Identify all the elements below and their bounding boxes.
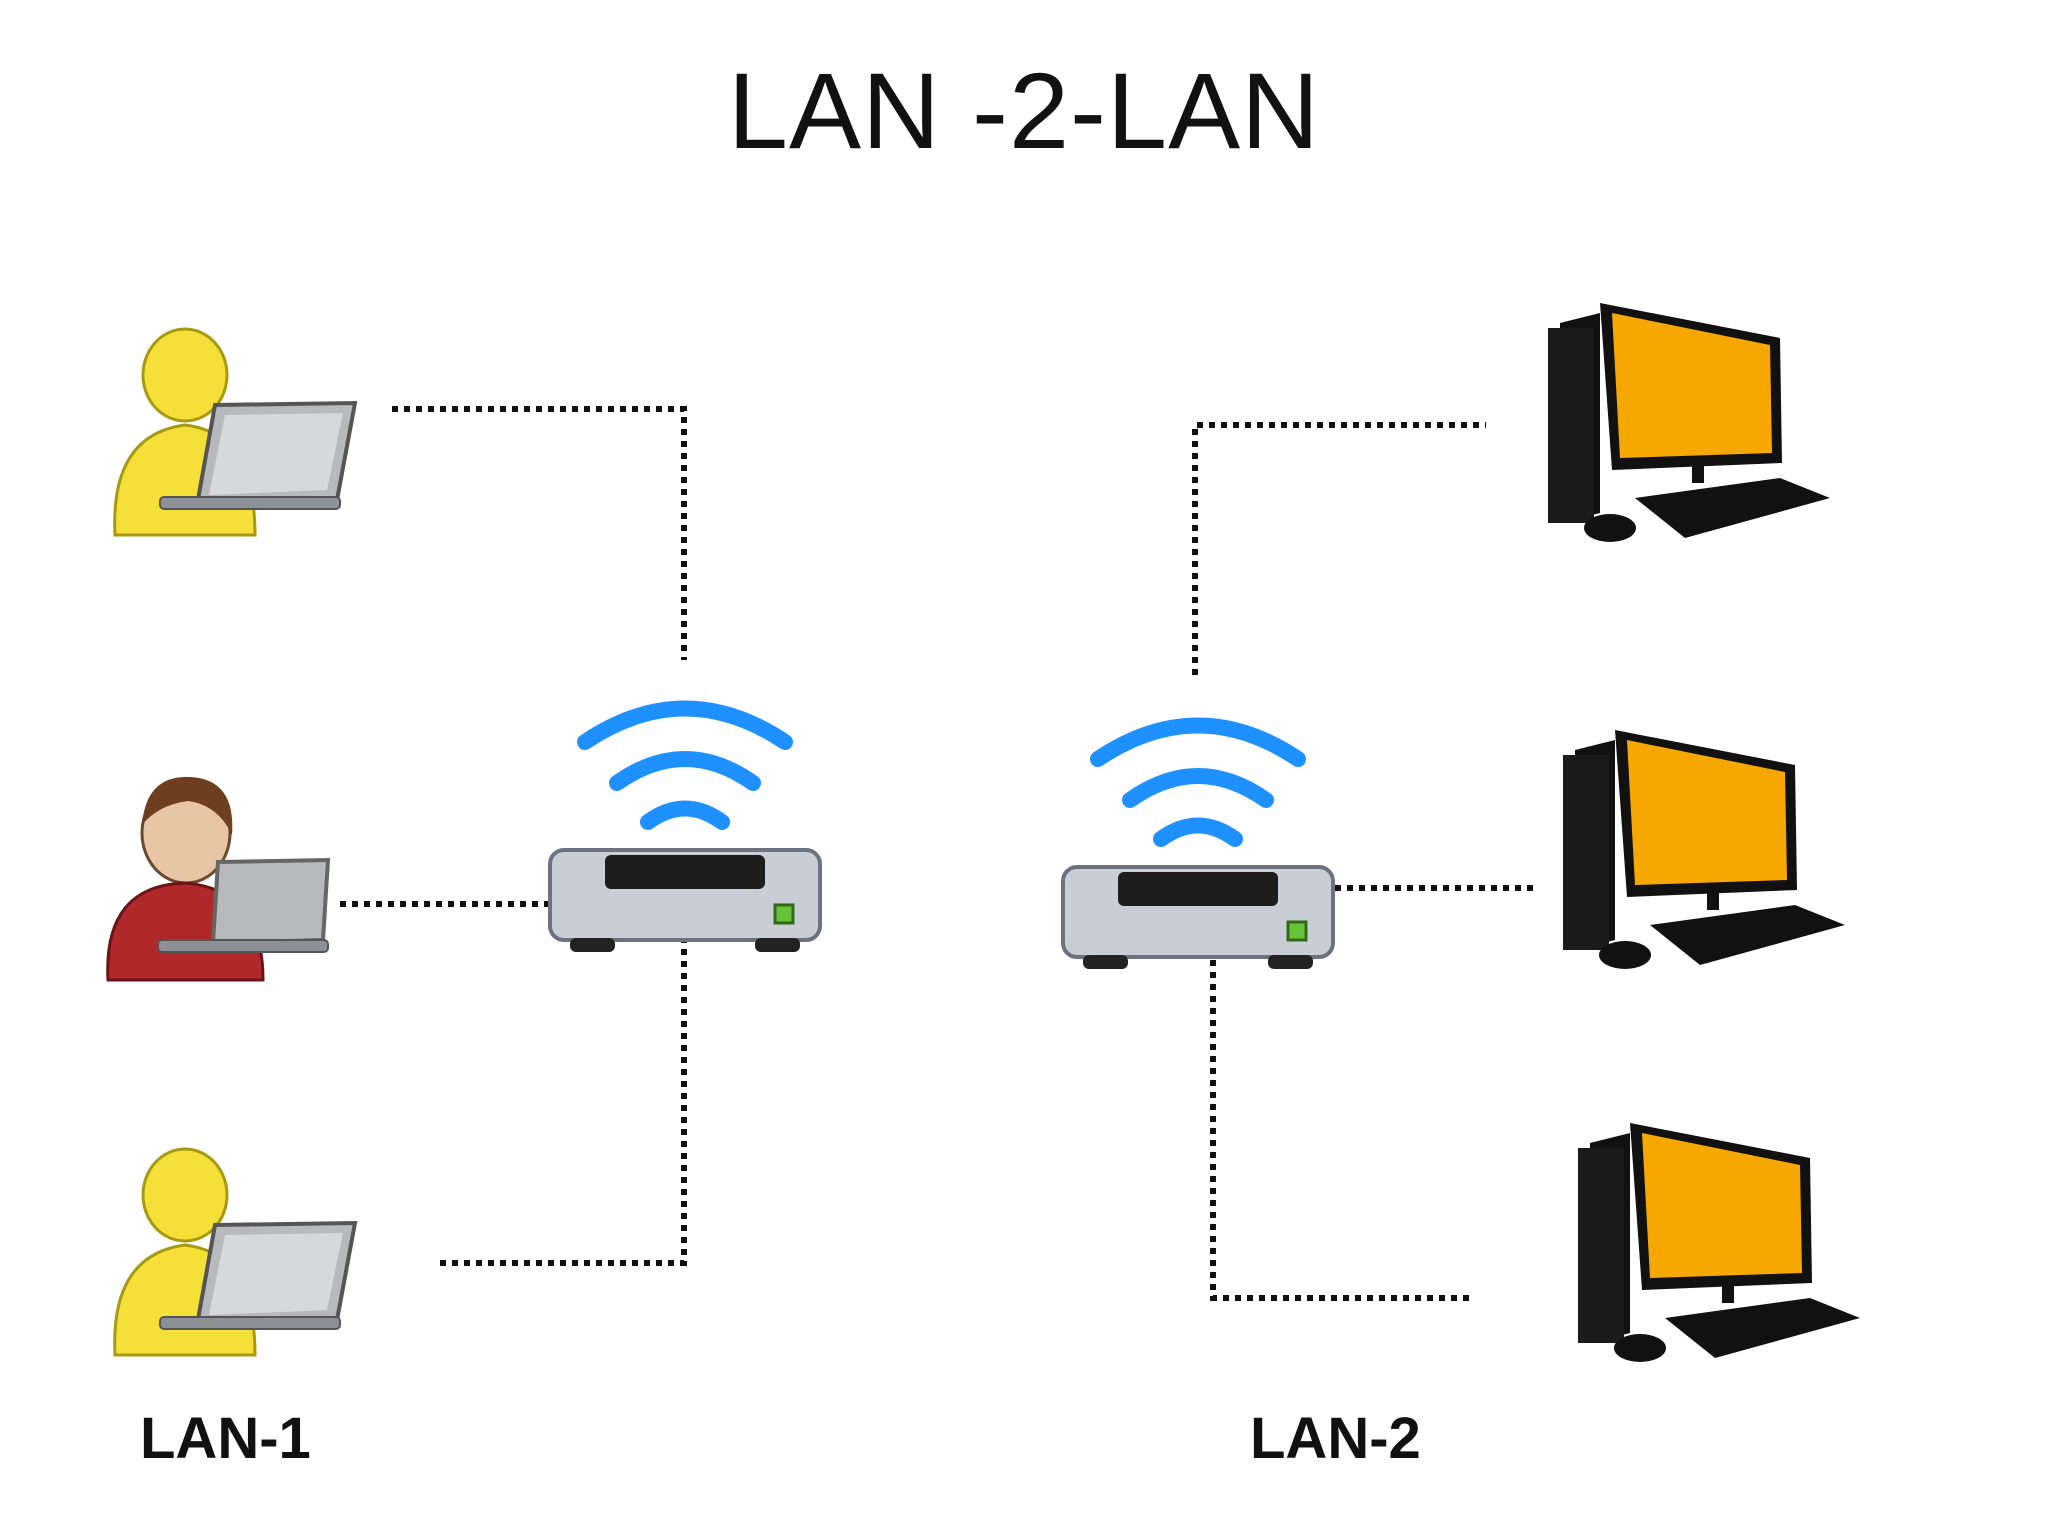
laptop-user-1 xyxy=(105,325,365,550)
lan2-label: LAN-2 xyxy=(1250,1406,1421,1471)
wireless-router-icon xyxy=(548,700,822,952)
desktop-computer-1 xyxy=(1540,298,1850,558)
link-router2-pc1 xyxy=(1192,422,1486,675)
wireless-router-icon xyxy=(1061,717,1335,969)
laptop-user-2 xyxy=(98,765,338,1005)
desktop-computer-icon xyxy=(1578,1123,1860,1362)
desktop-computer-3 xyxy=(1570,1118,1880,1378)
laptop-user-icon xyxy=(106,776,331,982)
wireless-router-lan1 xyxy=(545,680,825,960)
link-user1-router1 xyxy=(392,406,687,660)
link-router2-pc3 xyxy=(1210,960,1470,1301)
desktop-computer-icon xyxy=(1563,730,1845,969)
lan1-label: LAN-1 xyxy=(140,1406,311,1471)
wireless-router-lan2 xyxy=(1058,697,1338,977)
diagram-title: LAN -2-LAN xyxy=(727,50,1321,171)
laptop-user-icon xyxy=(113,1147,358,1357)
desktop-computer-icon xyxy=(1548,303,1830,542)
laptop-user-3 xyxy=(105,1145,365,1370)
desktop-computer-2 xyxy=(1555,725,1865,985)
link-user3-router1 xyxy=(434,925,687,1266)
laptop-user-icon xyxy=(113,327,358,537)
